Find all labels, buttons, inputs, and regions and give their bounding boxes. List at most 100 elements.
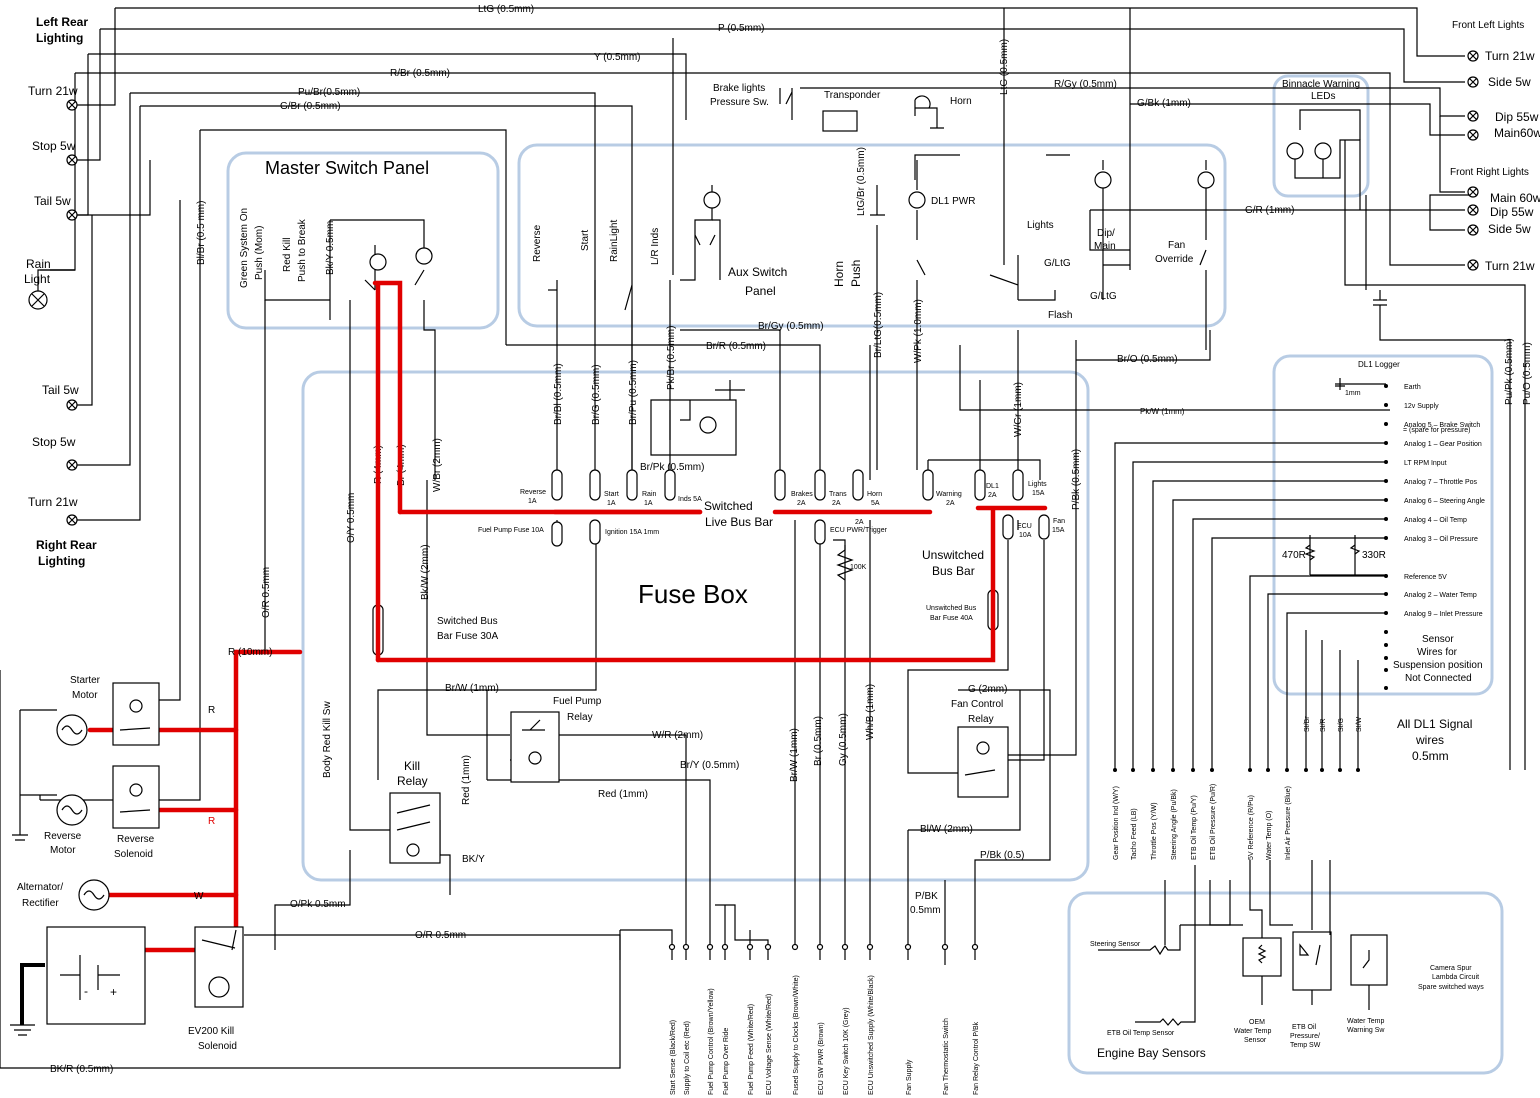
- water-temp-1: Water Temp: [1347, 1018, 1384, 1025]
- wire-bkr: BK/R (0.5mm): [50, 1064, 113, 1075]
- dl1-sensor-1: Sensor: [1422, 634, 1454, 645]
- rear-left-tail: Tail 5w: [34, 194, 71, 208]
- dl1-input-label: Throttle Pos (Y/W): [1151, 802, 1158, 860]
- dl1-wire-terminal: [1151, 768, 1155, 772]
- power-wires-red: [87, 280, 1048, 953]
- aux-lr-inds: L/R Inds: [650, 228, 661, 265]
- brake-switch: [779, 88, 793, 120]
- wire-red: Red (1mm): [598, 789, 648, 800]
- rev-motor-2: Motor: [50, 845, 76, 856]
- dl1-resistors: [1304, 535, 1386, 576]
- aux-flash: Flash: [1048, 310, 1072, 321]
- dl1-input-wire: [1172, 499, 1386, 770]
- front-right-title: Front Right Lights: [1450, 167, 1529, 178]
- left-rear-heading-2: Lighting: [36, 31, 83, 45]
- dl1-wire-terminal: [1113, 768, 1117, 772]
- bottom-connector-label: ECU Voltage Sense (White/Red): [766, 994, 773, 1095]
- front-lamps: [1439, 50, 1479, 271]
- wire-bry: Br/Y (0.5mm): [680, 760, 739, 771]
- fuel-pump-relay: [510, 711, 560, 783]
- wire-or05: O/R 0.5mm: [415, 930, 466, 941]
- master-green-2: Push (Mom): [254, 226, 265, 280]
- dl1-r330: 330R: [1362, 550, 1386, 561]
- dl1-pin: [1384, 630, 1388, 634]
- starter-2: Motor: [72, 690, 98, 701]
- fuse-ecu-1: ECU: [1017, 523, 1032, 530]
- fan-relay-2: Relay: [968, 714, 994, 725]
- label-r-2: R: [208, 816, 215, 827]
- dl1-row-label: Earth: [1404, 384, 1421, 391]
- bottom-connector-label: Start Sense (Black/Red): [670, 1020, 677, 1095]
- vwire-oy: O/Y 0.5mm: [346, 493, 357, 543]
- dl1-row-label: Analog 2 – Water Temp: [1404, 592, 1477, 599]
- fuel-pump-relay-1: Fuel Pump: [553, 696, 602, 707]
- rain-light-1: Rain: [26, 257, 51, 271]
- fuse-rain-1: Rain: [642, 491, 657, 498]
- dl1-row-label: Reference 5V: [1404, 574, 1447, 581]
- alternator-2: Rectifier: [22, 898, 59, 909]
- camera-3: Spare switched ways: [1418, 984, 1484, 991]
- bottom-connector-label: ECU Key Switch 10K (Grey): [843, 1007, 850, 1095]
- fuel-pump-fuse: Fuel Pump Fuse 10A: [478, 527, 544, 534]
- dl1-wire-terminal: [1285, 768, 1289, 772]
- dl1-wire-terminal: [1191, 768, 1195, 772]
- switched-fuse-1: Switched Bus: [437, 616, 498, 627]
- wire-pbk05: P/Bk (0.5): [980, 850, 1024, 861]
- fuse-brakes-2: 2A: [797, 500, 806, 507]
- dl1-r470: 470R: [1282, 550, 1306, 561]
- wire-r10: R (10mm): [228, 647, 272, 658]
- rev-motor-1: Reverse: [44, 831, 82, 842]
- dl1-row-label: Analog 5 – Brake Switch: [1404, 422, 1480, 429]
- resistor-100k: 100K: [850, 564, 867, 571]
- dl1-input-wire: [1267, 593, 1386, 770]
- engine-bay-panel: [1067, 891, 1504, 1075]
- master-red-1: Red Kill: [282, 238, 293, 272]
- engine-bay-title: Engine Bay Sensors: [1097, 1046, 1206, 1060]
- front-right-turn: Turn 21w: [1485, 259, 1535, 273]
- label-r-1: R: [208, 705, 215, 716]
- wire-rgy: R/Gy (0.5mm): [1054, 79, 1117, 90]
- rear-lamps: [28, 99, 78, 526]
- rear-left-stop: Stop 5w: [32, 139, 76, 153]
- wire-pubr: Pu/Br(0.5mm): [298, 87, 360, 98]
- vwire-brpu: Br/Pu (0.5mm): [628, 360, 639, 425]
- unswitched-bus-2: Bus Bar: [932, 564, 975, 578]
- wire-ltg: LtG (0.5mm): [478, 4, 534, 15]
- si-wire-label: SI/R: [1320, 718, 1327, 732]
- aux-reverse: Reverse: [532, 224, 543, 262]
- binnacle-leds: [1286, 142, 1332, 160]
- front-right-main: Main 60w: [1490, 191, 1540, 205]
- aux-gltg-1: G/LtG: [1044, 258, 1071, 269]
- oem-1: OEM: [1249, 1019, 1265, 1026]
- oem-3: Sensor: [1244, 1037, 1267, 1044]
- aux-lights: Lights: [1027, 220, 1054, 231]
- fuse-brakes-1: Brakes: [791, 491, 813, 498]
- fan-relay-1: Fan Control: [951, 699, 1003, 710]
- vwire-brbl: Br/Bl (0.5mm): [553, 363, 564, 425]
- dl1-input-label: Water Temp (O): [1266, 811, 1273, 860]
- master-red-2: Push to Break: [297, 218, 308, 282]
- dl1-pin: [1384, 643, 1388, 647]
- bottom-connector-label: Fuel Pump Feed (White/Red): [748, 1004, 755, 1095]
- wire-brpk: Br/Pk (0.5mm): [640, 462, 704, 473]
- brake-label-2: Pressure Sw.: [710, 97, 769, 108]
- dl1-pin: [1384, 422, 1388, 426]
- aux-main: Main: [1094, 241, 1116, 252]
- fuse-trans-2: 2A: [832, 500, 841, 507]
- vwire-wbr: W/Br (2mm): [432, 438, 443, 492]
- dl1-sensor-3: Suspension position: [1393, 660, 1483, 671]
- dl1-row-label: Analog 9 – Inlet Pressure: [1404, 611, 1483, 618]
- dl1-title: DL1 Logger: [1358, 360, 1400, 369]
- etb-3: Temp SW: [1290, 1042, 1321, 1049]
- fuse-reverse-1: Reverse: [520, 489, 546, 496]
- aux-horn-push-1: Horn: [832, 261, 846, 287]
- bottom-connector-label: Supply to Coil etc (Red): [684, 1021, 691, 1095]
- dl1-input-wire: [1286, 612, 1386, 770]
- wire-rbr: R/Br (0.5mm): [390, 68, 450, 79]
- aux-ltgbr: LtG/Br (0.5mm): [856, 147, 867, 216]
- aux-fan-2: Override: [1155, 254, 1194, 265]
- dl1-row-label: Analog 7 – Throttle Pos: [1404, 479, 1478, 486]
- kill-relay-1: Kill: [404, 759, 420, 773]
- kill-relay-2: Relay: [397, 774, 428, 788]
